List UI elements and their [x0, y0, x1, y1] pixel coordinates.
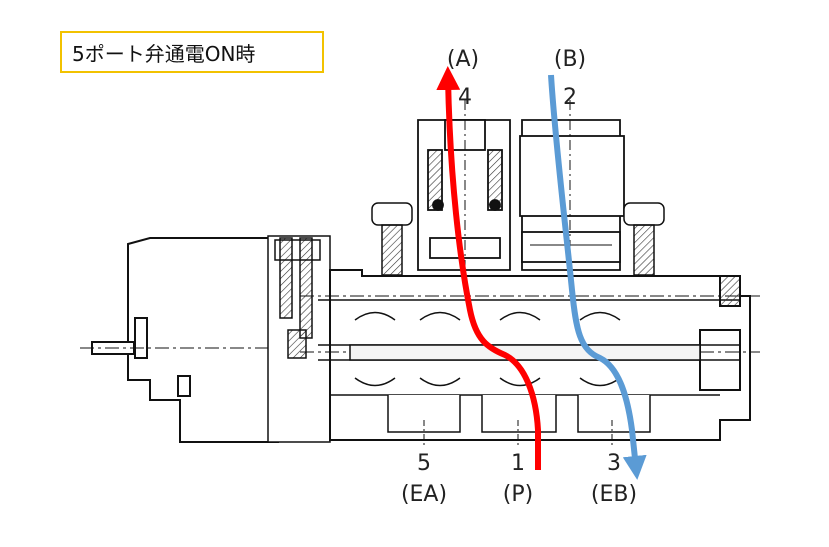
- port-p-name-label: (P): [503, 482, 533, 507]
- port-p-number-label: 1: [511, 451, 525, 476]
- flow-arrow-p-to-a: [436, 66, 541, 470]
- flow-arrow-b-to-eb: [548, 74, 647, 480]
- port-ea-name-label: (EA): [401, 482, 447, 507]
- port-b-name-label: (B): [554, 47, 586, 72]
- pilot-valve: [267, 235, 331, 443]
- mounting-screws: [371, 202, 665, 276]
- port-ea-number-label: 5: [417, 451, 431, 476]
- port-b-number-label: 2: [563, 85, 577, 110]
- spool: [349, 311, 701, 387]
- fitting-port-a: [417, 119, 511, 271]
- port-a-name-label: (A): [447, 47, 479, 72]
- solenoid-coil: [80, 237, 300, 443]
- fitting-port-b: [519, 119, 625, 271]
- port-eb-number-label: 3: [607, 451, 621, 476]
- port-eb-name-label: (EB): [591, 482, 637, 507]
- port-a-number-label: 4: [458, 85, 472, 110]
- title-label: 5ポート弁通電ON時: [60, 31, 324, 73]
